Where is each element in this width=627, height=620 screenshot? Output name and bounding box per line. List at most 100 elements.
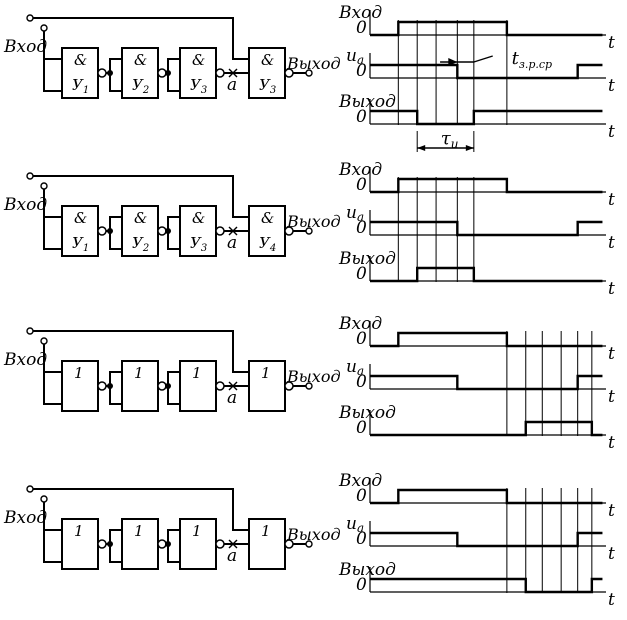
gate-name: У2 [132, 76, 149, 96]
pulse-width-arrowhead [465, 145, 474, 151]
connect-wire [167, 216, 180, 231]
signal-name: uа [346, 514, 364, 535]
inverter-bubble [157, 381, 167, 391]
t-axis-label: t [608, 344, 615, 364]
signal-name: Вход [338, 314, 382, 334]
pulse-width-label: τи [441, 128, 459, 151]
t-axis-label: t [608, 76, 615, 96]
zero-level-label: 0 [356, 264, 367, 284]
input-terminal-top [26, 172, 34, 180]
signal-waveform [370, 63, 603, 80]
output-terminal [305, 227, 313, 235]
zero-level-label: 0 [356, 107, 367, 127]
connect-wire [167, 386, 180, 405]
gate-name: У3 [190, 234, 207, 254]
signal-waveform [370, 266, 603, 283]
gate-symbol: 1 [134, 522, 144, 540]
bypass-wire [33, 488, 249, 531]
bypass-wire [33, 175, 249, 218]
gate-symbol: & [192, 51, 205, 69]
node-a-label: a [227, 233, 237, 253]
connect-wire [167, 371, 180, 386]
node-a-mark [228, 68, 238, 78]
signal-waveform [370, 331, 603, 348]
input-label: Вход [3, 508, 47, 528]
logic-gate [179, 360, 217, 412]
junction-dot [107, 70, 113, 76]
input-terminal [40, 24, 48, 32]
junction-dot [107, 228, 113, 234]
input-terminal-top [26, 327, 34, 335]
signal-name: uа [346, 357, 364, 378]
signal-name: uа [346, 46, 364, 67]
gate-symbol: 1 [134, 364, 144, 382]
signal-waveform [370, 177, 603, 194]
input-terminal [40, 182, 48, 190]
bypass-wire [33, 330, 249, 373]
inverter-bubble [215, 68, 225, 78]
node-a-mark [228, 539, 238, 549]
logic-gate [121, 360, 159, 412]
inverter-bubble [157, 68, 167, 78]
signal-name: Выход [338, 249, 396, 269]
gate-symbol: & [74, 51, 87, 69]
delay-label: tз.р.ср [512, 48, 552, 71]
gate-name: У3 [259, 76, 276, 96]
t-axis-label: t [608, 122, 615, 142]
delay-leader [473, 55, 493, 63]
gate-symbol: 1 [261, 522, 271, 540]
node-a-label: a [227, 75, 237, 95]
output-label: Выход [286, 367, 341, 386]
output-label: Выход [286, 54, 341, 73]
gate-name: У2 [132, 234, 149, 254]
signal-waveform [370, 488, 603, 505]
signal-name: Выход [338, 560, 396, 580]
t-axis-label: t [608, 433, 615, 453]
input-wire-2 [43, 530, 62, 563]
logic-gate [121, 518, 159, 570]
logic-gate [121, 47, 159, 99]
node-a-mark [228, 226, 238, 236]
node-a-label: a [227, 388, 237, 408]
inverter-bubble [157, 226, 167, 236]
junction-dot [165, 541, 171, 547]
signal-name: uа [346, 203, 364, 224]
zero-level-label: 0 [356, 418, 367, 438]
t-axis-label: t [608, 33, 615, 53]
input-wire-2 [43, 372, 62, 405]
gate-symbol: 1 [192, 364, 202, 382]
input-terminal-top [26, 485, 34, 493]
zero-level-label: 0 [356, 18, 367, 38]
bypass-wire [33, 17, 249, 60]
gate-symbol: & [134, 209, 147, 227]
signal-waveform [370, 220, 603, 237]
connect-wire [109, 544, 122, 563]
output-terminal [305, 382, 313, 390]
input-label: Вход [3, 350, 47, 370]
zero-level-label: 0 [356, 329, 367, 349]
zero-level-label: 0 [356, 575, 367, 595]
logic-gate [179, 518, 217, 570]
signal-name: Вход [338, 471, 382, 491]
inverter-bubble [97, 381, 107, 391]
zero-level-label: 0 [356, 175, 367, 195]
gate-symbol: & [74, 209, 87, 227]
inverter-bubble [97, 68, 107, 78]
t-axis-label: t [608, 279, 615, 299]
gate-symbol: 1 [74, 522, 84, 540]
node-a-mark [228, 381, 238, 391]
connect-wire [167, 73, 180, 92]
junction-dot [165, 383, 171, 389]
gate-symbol: 1 [74, 364, 84, 382]
junction-dot [165, 70, 171, 76]
zero-level-label: 0 [356, 529, 367, 549]
inverter-bubble [215, 381, 225, 391]
signal-name: Вход [338, 3, 382, 23]
t-axis-label: t [608, 190, 615, 210]
zero-level-label: 0 [356, 61, 367, 81]
